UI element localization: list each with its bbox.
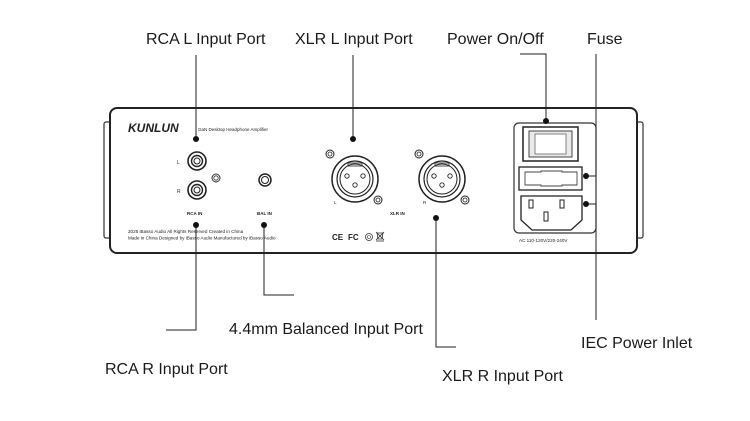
dot-fuse bbox=[583, 173, 589, 179]
leader-xlr-r bbox=[435, 218, 456, 348]
bal-in-label: BAL IN bbox=[257, 211, 272, 216]
copyright-line-2: Made in China Designed by iBasso Audio M… bbox=[128, 236, 276, 241]
rca-r-mark: R bbox=[177, 189, 181, 195]
leader-fuse bbox=[586, 54, 597, 177]
callout-rca-r: RCA R Input Port bbox=[105, 361, 228, 378]
callout-bal: 4.4mm Balanced Input Port bbox=[229, 321, 423, 338]
copyright-line-1: 2025 iBasso Audio All Rights Reserved Cr… bbox=[128, 229, 244, 234]
xlr-in-label: XLR IN bbox=[390, 211, 405, 216]
fuse-holder bbox=[518, 166, 583, 191]
rca-l-mark: L bbox=[177, 160, 180, 166]
dot-rca-r bbox=[193, 222, 199, 228]
leader-rca-r bbox=[166, 226, 197, 331]
dot-iec bbox=[583, 201, 589, 207]
dot-xlr-l bbox=[350, 136, 356, 142]
callout-power: Power On/Off bbox=[447, 31, 544, 48]
fcc-mark-icon: FC bbox=[348, 233, 359, 242]
callout-iec: IEC Power Inlet bbox=[581, 335, 693, 352]
iec-inlet bbox=[520, 195, 583, 231]
xlr-l-connector bbox=[325, 149, 383, 205]
product-name: GaN Desktop Headphone Amplifier bbox=[198, 127, 269, 132]
xlr-l-mark: L bbox=[334, 200, 337, 205]
leader-iec bbox=[586, 203, 597, 320]
weee-bin-icon bbox=[375, 231, 385, 242]
ac-rating-label: AC 110-120V/220-240V bbox=[519, 238, 568, 243]
dot-bal bbox=[261, 222, 267, 228]
callout-xlr-l: XLR L Input Port bbox=[295, 31, 413, 48]
rca-r-jack bbox=[187, 180, 207, 200]
xlr-r-mark: R bbox=[423, 200, 427, 205]
callout-xlr-r: XLR R Input Port bbox=[442, 368, 563, 385]
rca-l-jack bbox=[187, 151, 207, 171]
dot-rca-l bbox=[193, 136, 199, 142]
power-module-plate bbox=[513, 122, 597, 234]
leader-power bbox=[520, 53, 547, 121]
power-switch bbox=[522, 126, 579, 162]
leader-bal bbox=[263, 226, 294, 296]
ce-mark-icon: CE bbox=[332, 233, 344, 242]
balanced-4-4mm-jack bbox=[258, 173, 272, 187]
xlr-r-connector bbox=[414, 149, 470, 205]
recycle-icon bbox=[365, 233, 373, 241]
dot-xlr-r bbox=[433, 215, 439, 221]
dot-power bbox=[543, 118, 549, 124]
ground-screw-icon bbox=[211, 173, 221, 183]
rca-in-label: RCA IN bbox=[187, 211, 202, 216]
callout-rca-l: RCA L Input Port bbox=[146, 31, 266, 48]
callout-fuse: Fuse bbox=[587, 31, 623, 48]
brand-logo: KUNLUN bbox=[128, 121, 179, 135]
